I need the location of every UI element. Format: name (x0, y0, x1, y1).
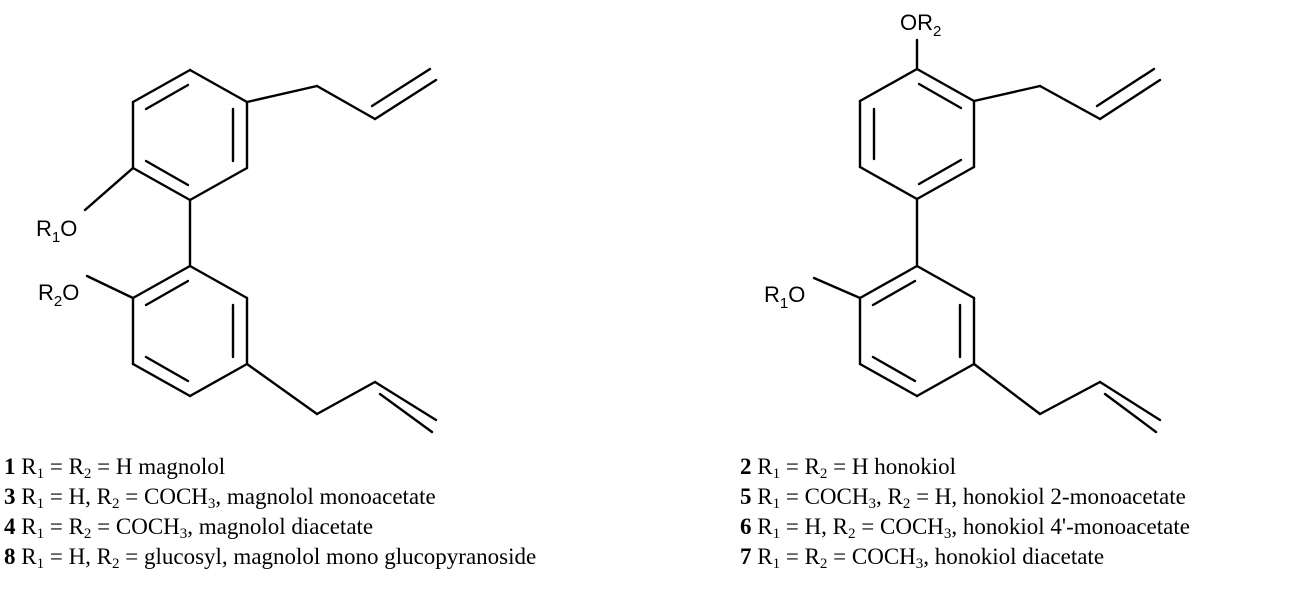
legend-item: 1 R1 = R2 = H magnolol (4, 454, 226, 482)
legend-item: 8 R1 = H, R2 = glucosyl, magnolol mono g… (4, 544, 537, 572)
bond (378, 392, 434, 434)
bond (858, 264, 919, 300)
r1o-label: R1O (764, 282, 805, 312)
bond (972, 362, 1042, 416)
bond (131, 362, 192, 398)
magnolol-structure: R1O R2O (36, 67, 438, 434)
bond (972, 84, 1042, 103)
bond (245, 84, 319, 104)
bond (1098, 380, 1162, 422)
bond (1095, 67, 1156, 108)
bond (858, 165, 919, 201)
bond (1103, 392, 1158, 434)
bond (144, 159, 190, 187)
bond (188, 264, 249, 300)
bond (917, 158, 963, 186)
bond (1038, 380, 1102, 416)
bond (1098, 78, 1162, 121)
bond (188, 166, 249, 202)
bond (871, 355, 917, 383)
honokiol-structure: OR2 R1O (764, 10, 1162, 434)
r1o-label: R1O (36, 216, 77, 246)
bond (858, 67, 919, 103)
bond (85, 274, 135, 300)
legend-honokiol: 2 R1 = R2 = H honokiol 5 R1 = COCH3, R2 … (740, 452, 1190, 572)
bond (373, 380, 438, 422)
bond (131, 264, 192, 300)
bond (917, 82, 963, 110)
bond (871, 279, 917, 307)
bond (144, 83, 190, 111)
bond (915, 165, 976, 201)
bond (83, 166, 135, 212)
legend-item: 6 R1 = H, R2 = COCH3, honokiol 4'-monoac… (740, 514, 1190, 542)
bond (812, 276, 862, 300)
r2o-label: R2O (38, 280, 79, 310)
legend-item: 4 R1 = R2 = COCH3, magnolol diacetate (4, 514, 374, 542)
bond (1038, 84, 1102, 121)
bond (245, 362, 319, 416)
legend-item: 7 R1 = R2 = COCH3, honokiol diacetate (740, 544, 1105, 572)
or2-label: OR2 (900, 10, 941, 40)
legend-magnolol: 1 R1 = R2 = H magnolol 3 R1 = H, R2 = CO… (4, 452, 536, 572)
bond (315, 380, 377, 416)
legend-item: 3 R1 = H, R2 = COCH3, magnolol monoaceta… (4, 484, 436, 512)
bond (144, 355, 190, 383)
bond (131, 166, 192, 202)
bond (315, 84, 377, 121)
bond (915, 362, 976, 398)
bond (858, 362, 919, 398)
bond (188, 68, 249, 104)
legend-item: 5 R1 = COCH3, R2 = H, honokiol 2-monoace… (740, 484, 1186, 512)
legend-item: 2 R1 = R2 = H honokiol (740, 454, 957, 482)
bond (131, 68, 192, 104)
bond (144, 279, 190, 307)
bond (915, 67, 976, 103)
bond (370, 67, 432, 108)
bond (188, 362, 249, 398)
bond (915, 264, 976, 300)
bond (373, 78, 438, 121)
